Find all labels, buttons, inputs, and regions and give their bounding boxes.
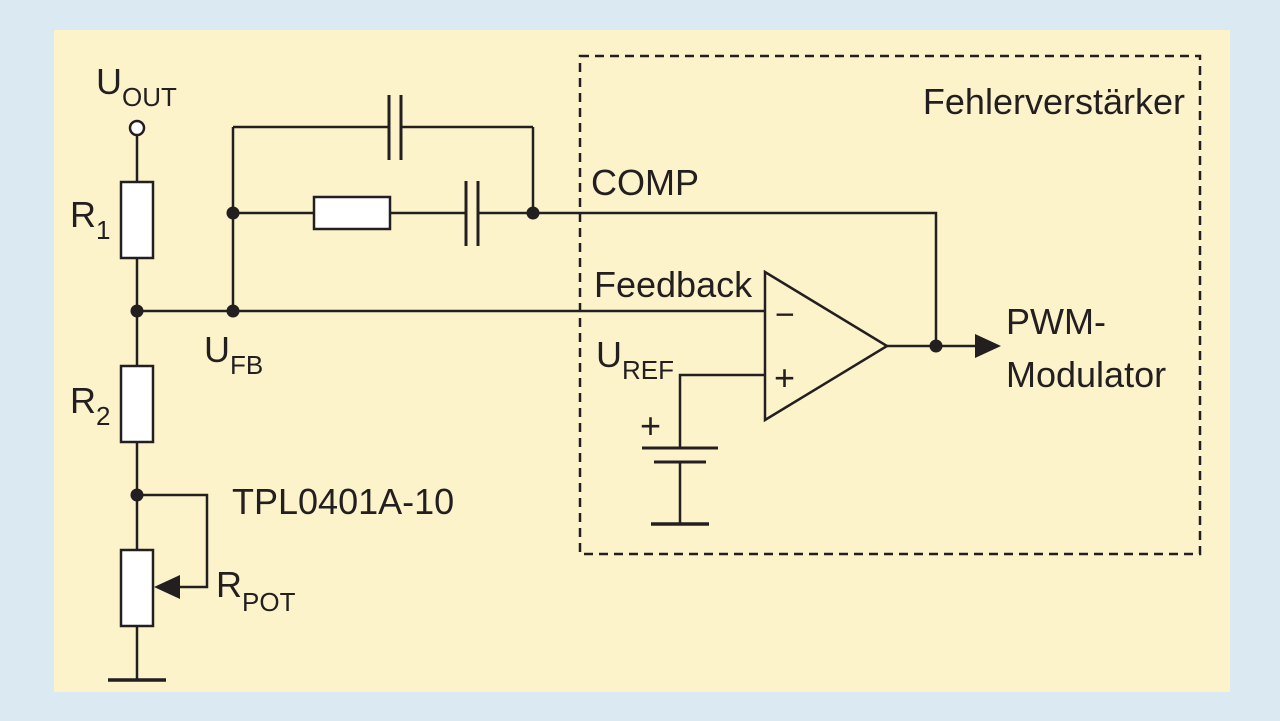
label-r2: R2 [70,380,110,431]
junction-ufb [130,304,144,318]
junction-comp-right [526,206,540,220]
diagram-panel [54,30,1230,692]
label-r1: R1 [70,194,110,245]
resistor-r1 [119,180,155,260]
label-feedback: Feedback [594,264,753,305]
label-u-out-main: U [96,61,122,102]
error-amplifier-box [578,54,1202,556]
label-u-fb: UFB [204,329,263,380]
label-error-amp: Fehlerverstärker [923,81,1185,122]
label-r1-main: R [70,194,96,235]
label-u-out-sub: OUT [122,82,177,112]
comp-wire [533,211,938,345]
ref-wire [678,373,765,448]
label-u-ref-main: U [596,334,622,375]
battery-plus-sign: + [640,405,661,446]
junction-output [929,339,943,353]
label-r-pot-main: R [216,564,242,605]
label-u-fb-main: U [204,329,230,370]
label-u-ref-sub: REF [622,355,674,385]
label-comp: COMP [591,162,699,203]
junction-pot-top [130,488,144,502]
u-out-terminal [128,119,146,137]
op-amp-plus: + [774,357,795,398]
label-r-pot-sub: POT [242,587,296,617]
label-pwm-line1: PWM- [1006,301,1106,342]
wiper-arrow [154,575,180,599]
resistor-comp [312,195,392,231]
label-r2-main: R [70,380,96,421]
junction-comp-left-mid [226,206,240,220]
label-u-fb-sub: FB [230,350,263,380]
resistor-r2 [119,364,155,444]
junction-comp-left-bottom [226,304,240,318]
label-r-pot: RPOT [216,564,296,617]
label-pwm-line2: Modulator [1006,354,1166,395]
label-tpl-part: TPL0401A-10 [232,481,454,522]
op-amp-triangle [763,269,890,423]
label-u-ref: UREF [596,334,674,385]
wiper-wire [137,493,209,589]
output-arrow [975,334,1001,358]
op-amp-minus: − [775,296,795,334]
label-r1-sub: 1 [96,215,110,245]
label-u-out: UOUT [96,61,177,112]
potentiometer-rpot [119,548,155,628]
label-r2-sub: 2 [96,401,110,431]
